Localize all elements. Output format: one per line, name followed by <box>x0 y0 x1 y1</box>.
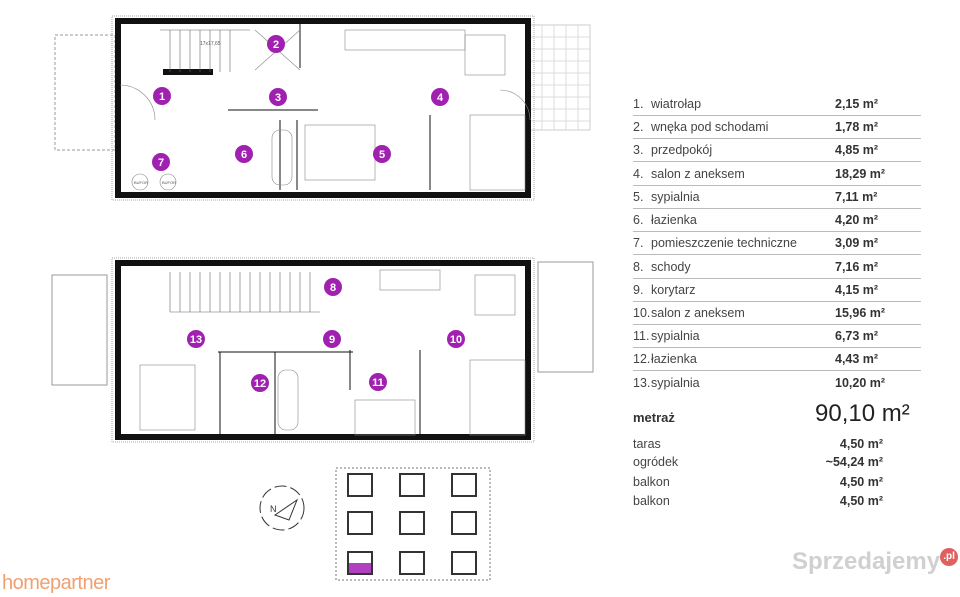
svg-text:8: 8 <box>330 282 336 294</box>
extra-row: ogródek~54,24 m² <box>633 455 883 469</box>
room-marker-7: 7 <box>152 153 170 171</box>
svg-text:7: 7 <box>158 157 164 169</box>
room-marker-8: 8 <box>324 278 342 296</box>
room-marker-2: 2 <box>267 35 285 53</box>
room-markers: 1 2 3 4 5 6 7 8 9 10 11 12 13 <box>152 35 465 392</box>
bufor-label: BUFOR <box>134 180 148 185</box>
sprzedajemy-watermark: Sprzedajemy.pl <box>792 548 959 576</box>
svg-text:2: 2 <box>273 39 279 51</box>
room-marker-11: 11 <box>369 373 387 391</box>
room-marker-4: 4 <box>431 88 449 106</box>
total-label: metraż <box>633 410 675 425</box>
balcony-left <box>51 274 108 386</box>
room-marker-13: 13 <box>187 330 205 348</box>
compass-icon: N <box>259 485 305 531</box>
terrace-outline <box>54 34 116 151</box>
room-marker-5: 5 <box>373 145 391 163</box>
stairs-label: 17x17,65 <box>200 41 221 47</box>
room-marker-6: 6 <box>235 145 253 163</box>
svg-text:6: 6 <box>241 149 247 161</box>
front-terrace-grid <box>529 24 591 131</box>
upper-floor-plan <box>51 257 594 443</box>
homepartner-logo: homepartner <box>2 572 110 594</box>
room-marker-1: 1 <box>153 87 171 105</box>
room-marker-12: 12 <box>251 374 269 392</box>
ground-floor-plan <box>54 15 591 201</box>
svg-text:1: 1 <box>159 91 165 103</box>
svg-text:11: 11 <box>372 377 384 389</box>
total-area: 90,10 m² <box>815 400 910 427</box>
bufor-label: BUFOR <box>162 180 176 185</box>
selected-unit-highlight <box>349 563 371 573</box>
room-marker-9: 9 <box>323 330 341 348</box>
svg-text:13: 13 <box>190 334 202 346</box>
svg-text:3: 3 <box>275 92 281 104</box>
site-map <box>335 467 491 581</box>
room-marker-10: 10 <box>447 330 465 348</box>
svg-text:10: 10 <box>450 334 462 346</box>
svg-text:9: 9 <box>329 334 335 346</box>
svg-text:4: 4 <box>437 92 444 104</box>
svg-text:N: N <box>270 504 277 514</box>
svg-text:12: 12 <box>254 378 266 390</box>
room-marker-3: 3 <box>269 88 287 106</box>
balcony-right <box>537 261 594 373</box>
svg-text:5: 5 <box>379 149 385 161</box>
